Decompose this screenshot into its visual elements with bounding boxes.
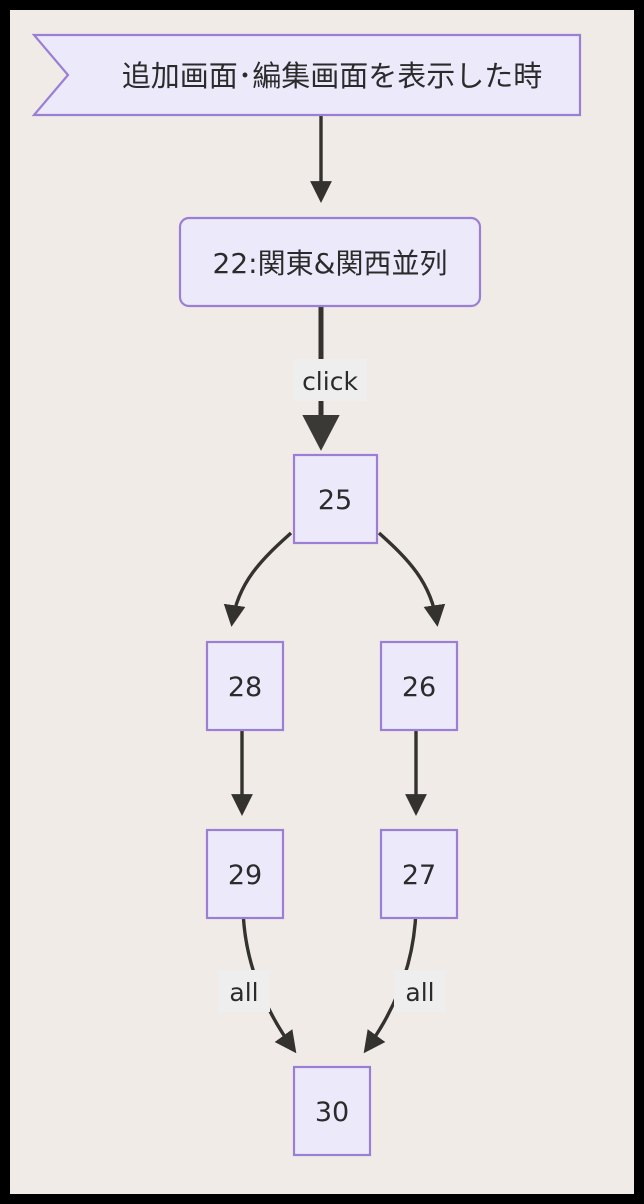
- node-27-shape: [379, 828, 459, 920]
- edge-label-all-left-text: all: [229, 978, 258, 1007]
- edge-label-layer: click all all: [218, 359, 446, 1012]
- edge-25-to-28: [223, 531, 293, 627]
- node-22-shape: [178, 216, 482, 308]
- node-27-label: 27: [402, 860, 436, 891]
- node-trigger[interactable]: 追加画面･編集画面を表示した時: [31, 33, 582, 117]
- node-27[interactable]: 27: [379, 828, 459, 920]
- node-25-shape: [292, 453, 379, 545]
- node-trigger-shape: [31, 33, 582, 117]
- node-28-shape: [205, 640, 285, 732]
- flowchart-svg: click all all 追加画面･編集画面を表示した時: [31, 33, 582, 1157]
- node-26-shape: [379, 640, 459, 732]
- edge-label-all-right: all: [394, 970, 446, 1012]
- node-30[interactable]: 30: [292, 1065, 372, 1157]
- node-29-label: 29: [228, 860, 262, 891]
- node-26-label: 26: [402, 672, 436, 703]
- edge-label-click: click: [293, 359, 367, 401]
- node-trigger-label: 追加画面･編集画面を表示した時: [122, 59, 543, 93]
- node-25-label: 25: [318, 485, 352, 516]
- node-22-label: 22:関東&関西並列: [213, 247, 448, 280]
- edge-25-to-26: [377, 531, 446, 627]
- node-29[interactable]: 29: [205, 828, 285, 920]
- node-29-shape: [205, 828, 285, 920]
- node-28[interactable]: 28: [205, 640, 285, 732]
- edge-label-all-right-text: all: [405, 978, 434, 1007]
- edge-label-all-left: all: [218, 970, 270, 1012]
- node-25[interactable]: 25: [292, 453, 379, 545]
- diagram-canvas: click all all 追加画面･編集画面を表示した時: [10, 10, 634, 1194]
- node-30-shape: [292, 1065, 372, 1157]
- node-30-label: 30: [315, 1097, 349, 1128]
- node-22[interactable]: 22:関東&関西並列: [178, 216, 482, 308]
- node-layer: 追加画面･編集画面を表示した時 22:関東&関西並列 25 28: [31, 33, 582, 1157]
- node-26[interactable]: 26: [379, 640, 459, 732]
- node-28-label: 28: [228, 672, 262, 703]
- edge-label-click-text: click: [302, 367, 358, 396]
